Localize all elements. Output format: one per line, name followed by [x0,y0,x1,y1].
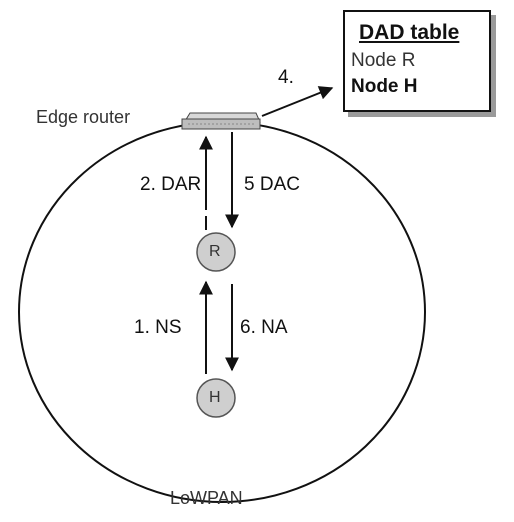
step-1-label: 1. NS [134,317,182,338]
step-2-label: 2. DAR [140,174,202,195]
lowpan-boundary [18,121,426,503]
dad-table: DAD table Node R Node H [343,10,491,112]
arrow-step-4 [261,86,334,117]
node-r-circle [196,232,236,272]
node-h-circle [196,378,236,418]
dad-table-row-node-h: Node H [351,76,418,97]
dad-table-row-node-r: Node R [351,50,416,71]
step-6-label: 6. NA [240,317,288,338]
node-h-label: H [209,389,221,406]
step-4-label: 4. [278,67,294,88]
step-5-label: 5 DAC [244,174,300,195]
edge-router-icon [181,112,261,130]
edge-router-label: Edge router [36,107,131,127]
node-r-label: R [209,243,221,260]
lowpan-label: LoWPAN [170,488,243,508]
dad-table-title: DAD table [359,21,460,44]
